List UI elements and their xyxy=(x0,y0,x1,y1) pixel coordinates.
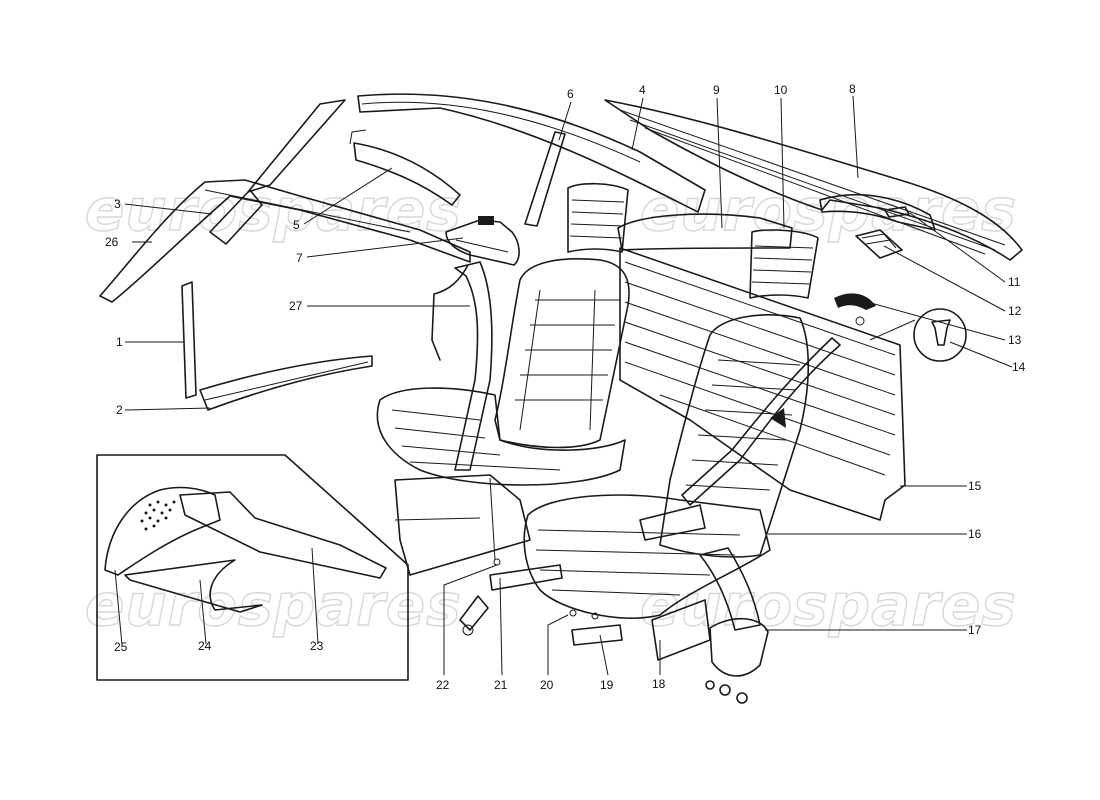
callout-12: 12 xyxy=(1008,304,1022,318)
callout-15: 15 xyxy=(968,479,982,493)
left-seat xyxy=(376,182,630,486)
callout-21: 21 xyxy=(494,678,508,692)
callout-17: 17 xyxy=(968,623,982,637)
inset-box xyxy=(96,454,409,681)
seat-belt-17 xyxy=(639,337,841,677)
callout-26: 26 xyxy=(105,235,119,249)
hardware xyxy=(834,206,967,362)
sill-trim-2 xyxy=(199,355,373,411)
speaker-grille xyxy=(140,500,176,531)
callout-5: 5 xyxy=(293,218,300,232)
fasteners xyxy=(705,680,748,704)
rear-view-mirror xyxy=(445,216,520,266)
center-console xyxy=(394,474,531,576)
callout-23: 23 xyxy=(310,639,324,653)
callout-25: 25 xyxy=(114,640,128,654)
callout-27: 27 xyxy=(289,299,303,313)
callout-16: 16 xyxy=(968,527,982,541)
callout-6: 6 xyxy=(567,87,574,101)
callout-9: 9 xyxy=(713,83,720,97)
watermark-top-right: eurospares xyxy=(640,176,1017,244)
callout-24: 24 xyxy=(198,639,212,653)
roof-trim xyxy=(357,93,1023,261)
pillar-trims xyxy=(99,99,566,303)
watermark-bottom-right: eurospares xyxy=(640,571,1017,639)
callout-8: 8 xyxy=(849,82,856,96)
callout-18: 18 xyxy=(652,677,666,691)
pillar-27 xyxy=(431,261,493,471)
callout-19: 19 xyxy=(600,678,614,692)
callout-11: 11 xyxy=(1008,275,1021,289)
callout-7: 7 xyxy=(296,251,303,265)
watermark-top-left: eurospares xyxy=(85,176,462,244)
callout-2: 2 xyxy=(116,403,123,417)
callout-1: 1 xyxy=(116,335,123,349)
callout-10: 10 xyxy=(774,83,788,97)
callout-13: 13 xyxy=(1008,333,1022,347)
rear-panel-15 xyxy=(619,247,906,521)
trim-1 xyxy=(181,281,197,399)
callout-20: 20 xyxy=(540,678,554,692)
watermarks: eurospares eurospares eurospares eurospa… xyxy=(84,175,1017,639)
callout-3: 3 xyxy=(114,197,121,211)
callouts: 1 2 3 4 5 6 7 8 9 10 11 12 13 14 15 16 1… xyxy=(105,82,1026,692)
callout-22: 22 xyxy=(436,678,450,692)
callout-14: 14 xyxy=(1012,360,1026,374)
seat-rails xyxy=(459,558,711,661)
callout-4: 4 xyxy=(639,83,646,97)
leader-lines xyxy=(114,95,1013,676)
watermark-bottom-left: eurospares xyxy=(85,571,462,639)
right-seat-16 xyxy=(523,229,819,619)
